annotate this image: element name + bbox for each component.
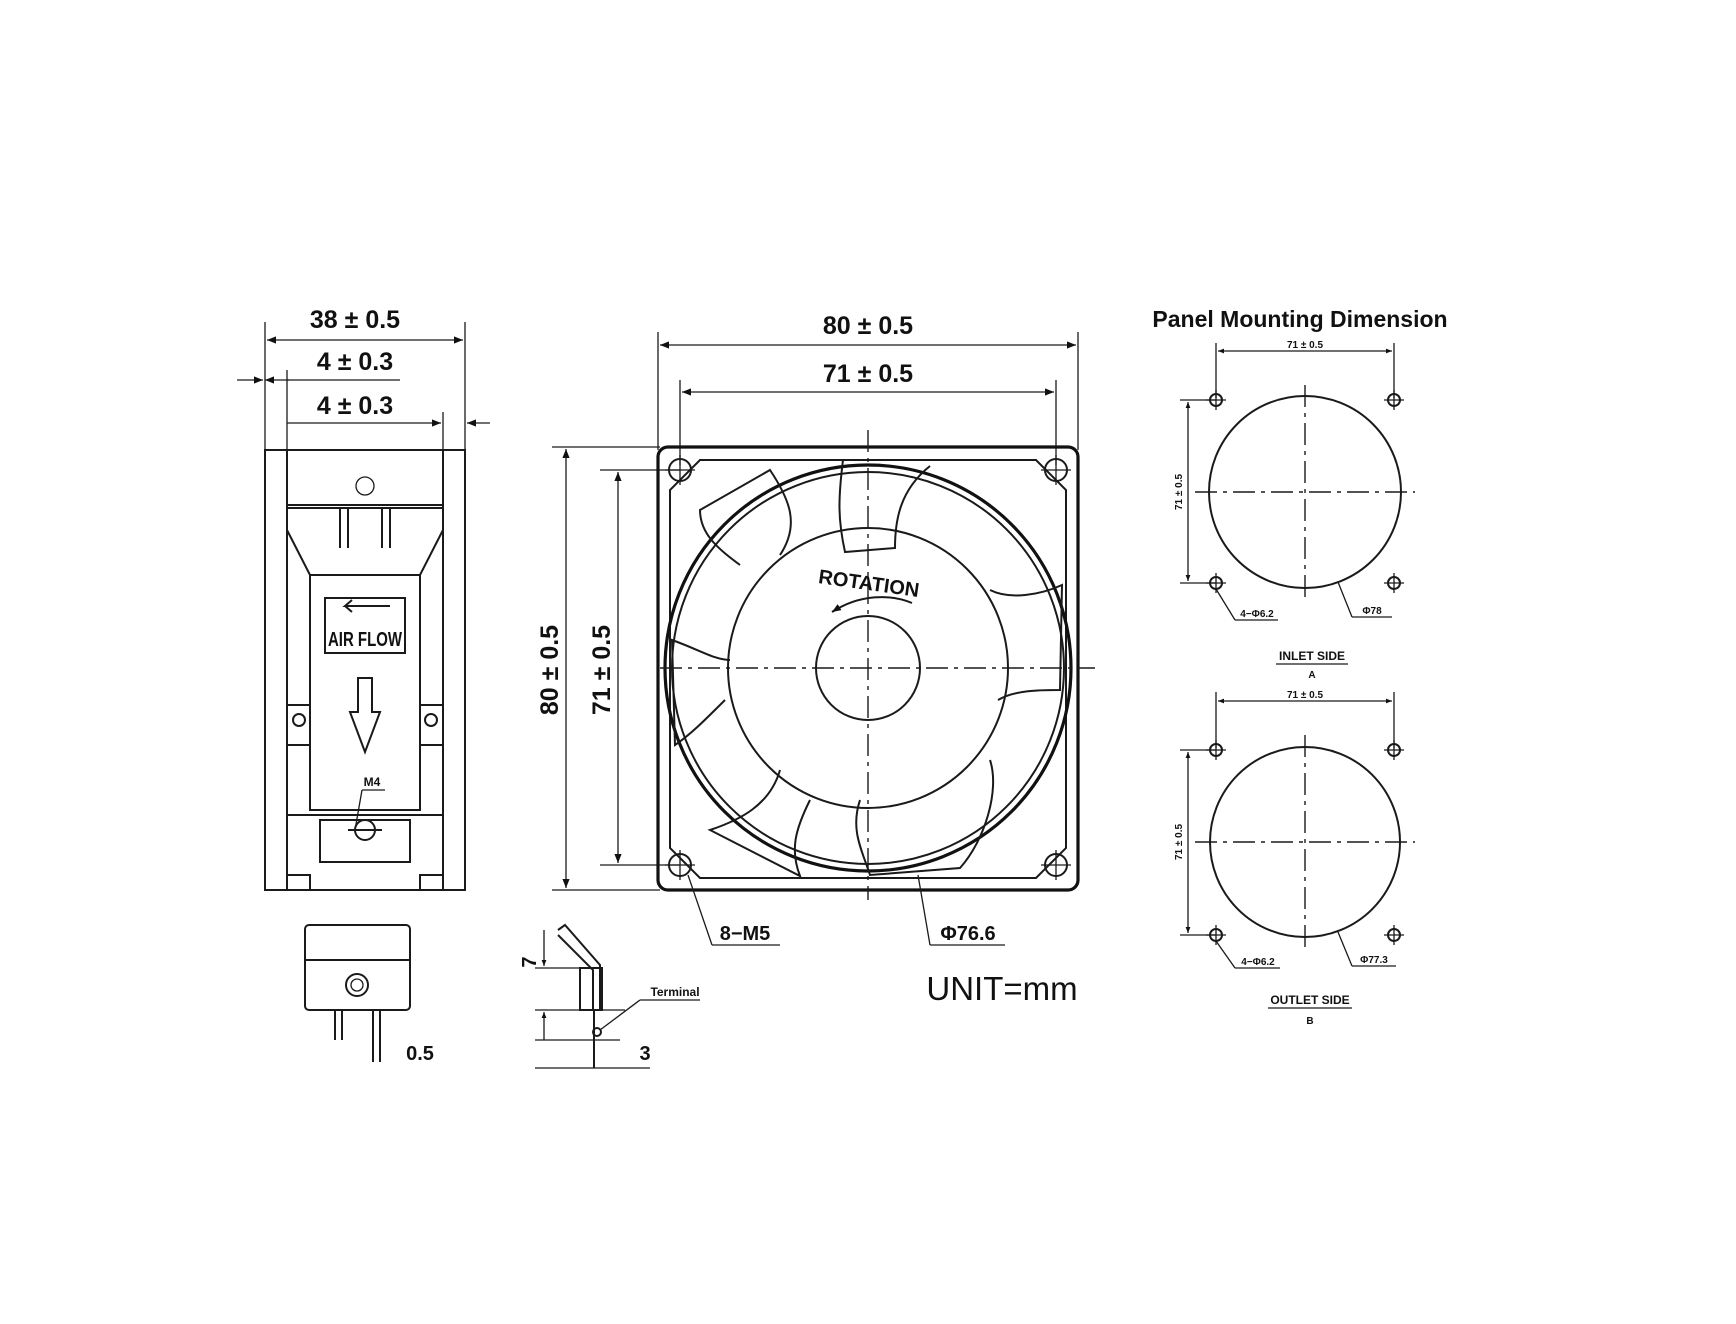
connector-detail: 0.5 xyxy=(304,924,434,1065)
inlet-letter: A xyxy=(1308,670,1315,681)
outlet-dim-v: 71 ± 0.5 xyxy=(1174,824,1185,861)
diameter-label: Φ76.6 xyxy=(940,923,995,945)
inlet-side-label: INLET SIDE xyxy=(1279,649,1345,663)
outlet-diameter: Φ77.3 xyxy=(1360,955,1388,966)
dim-front-hole-spacing-vertical: 71 ± 0.5 xyxy=(588,625,616,715)
airflow-arrow-icon xyxy=(342,599,390,613)
terminal-width: 3 xyxy=(639,1043,650,1065)
side-view: 38 ± 0.5 4 ± 0.3 4 ± 0.3 AIR FLOW xyxy=(237,306,490,891)
outlet-holes: 4−Φ6.2 xyxy=(1241,957,1275,968)
terminal-thickness: 0.5 xyxy=(406,1043,434,1065)
dim-front-width: 80 ± 0.5 xyxy=(823,312,913,340)
logo-mark xyxy=(355,476,375,496)
outlet-dim-h: 71 ± 0.5 xyxy=(1287,690,1324,701)
mounting-holes xyxy=(665,455,1071,880)
inlet-holes: 4−Φ6.2 xyxy=(1240,609,1274,620)
inlet-diameter: Φ78 xyxy=(1362,606,1382,617)
terminal-detail: 7 Terminal 3 xyxy=(519,923,700,1069)
panel-outlet: 71 ± 0.5 71 ± 0.5 4−Φ6.2 Φ77.3 OUTLET SI… xyxy=(1174,690,1415,1027)
terminal-label: Terminal xyxy=(650,985,699,999)
rotation-label: ROTATION xyxy=(817,566,921,602)
outlet-letter: B xyxy=(1306,1016,1313,1027)
dim-side-total: 38 ± 0.5 xyxy=(310,306,400,334)
dim-front-height: 80 ± 0.5 xyxy=(536,625,564,715)
down-arrow-icon xyxy=(348,677,382,755)
front-view: 80 ± 0.5 71 ± 0.5 80 ± 0.5 71 ± 0.5 xyxy=(536,312,1095,946)
panel-inlet: 71 ± 0.5 71 ± 0.5 4−Φ6.2 Φ78 INLET SIDE … xyxy=(1174,340,1415,681)
airflow-label: AIR FLOW xyxy=(328,629,402,651)
screw-label: M4 xyxy=(364,775,381,789)
dim-flange-left: 4 ± 0.3 xyxy=(317,348,393,376)
dim-front-hole-spacing: 71 ± 0.5 xyxy=(823,360,913,388)
terminal-height: 7 xyxy=(519,956,541,967)
rotation-arrow-icon xyxy=(831,596,913,613)
inlet-dim-h: 71 ± 0.5 xyxy=(1287,340,1324,351)
dim-flange-right: 4 ± 0.3 xyxy=(317,392,393,420)
outlet-side-label: OUTLET SIDE xyxy=(1270,993,1349,1007)
unit-label: UNIT=mm xyxy=(926,970,1077,1007)
holes-label: 8−M5 xyxy=(720,923,771,945)
inlet-dim-v: 71 ± 0.5 xyxy=(1174,474,1185,511)
panel-title: Panel Mounting Dimension xyxy=(1152,306,1447,332)
fan-blades xyxy=(670,459,1064,879)
